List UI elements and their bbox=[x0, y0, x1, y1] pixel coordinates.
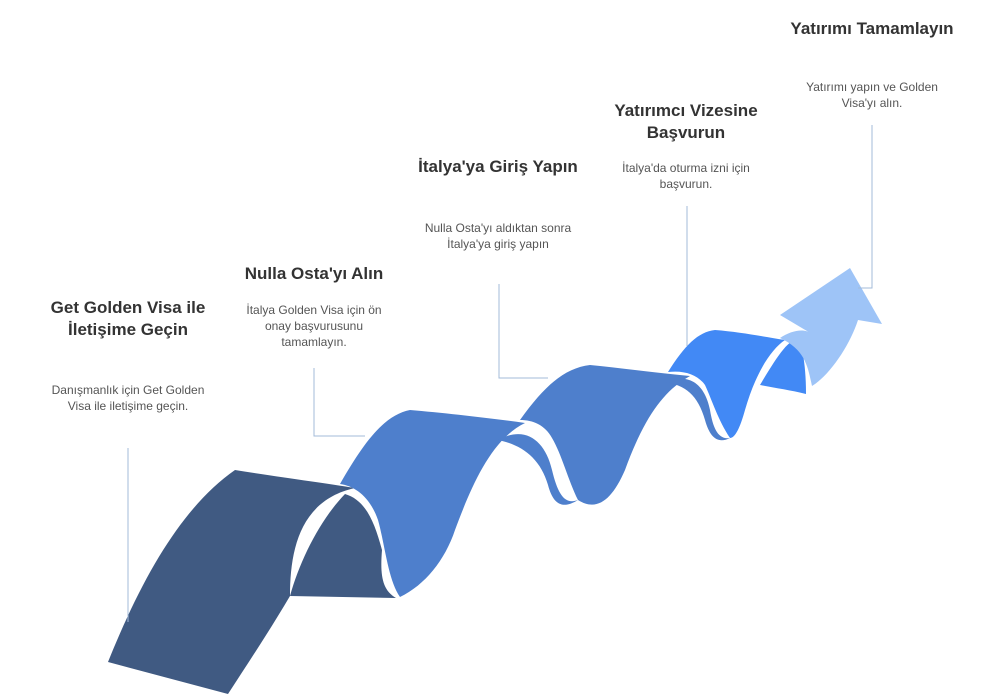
step-5-title: Yatırımı Tamamlayın bbox=[790, 19, 954, 38]
step-1-description: Danışmanlık için Get Golden Visa ile ile… bbox=[51, 383, 205, 413]
step-3-description: Nulla Osta'yı aldıktan sonra İtalya'ya g… bbox=[424, 221, 572, 251]
step-1-ribbon-underside bbox=[290, 494, 396, 598]
step-5-description: Yatırımı yapın ve Golden Visa'yı alın. bbox=[806, 80, 938, 110]
final-arrow-icon bbox=[780, 268, 882, 386]
leader-line-3 bbox=[498, 284, 548, 379]
step-4-ribbon bbox=[668, 330, 785, 438]
step-3-ribbon bbox=[520, 365, 690, 505]
step-1-ribbon bbox=[108, 470, 355, 694]
step-2-description: İtalya Golden Visa için ön onay başvurus… bbox=[246, 303, 382, 349]
leader-line-2 bbox=[313, 368, 365, 437]
step-4-description: İtalya'da oturma izni için başvurun. bbox=[622, 161, 750, 191]
step-4-ribbon-underside bbox=[760, 339, 806, 394]
step-2-ribbon bbox=[340, 410, 525, 597]
step-3-title: İtalya'ya Giriş Yapın bbox=[418, 157, 578, 176]
step-1-title: Get Golden Visa ile İletişime Geçin bbox=[50, 298, 206, 339]
step-2-title: Nulla Osta'yı Alın bbox=[244, 264, 384, 283]
leader-line-5 bbox=[858, 125, 873, 289]
step-3-ribbon-underside bbox=[665, 378, 730, 441]
step-2-ribbon-underside bbox=[498, 434, 578, 505]
step-4-title: Yatırımcı Vizesine Başvurun bbox=[614, 101, 758, 142]
